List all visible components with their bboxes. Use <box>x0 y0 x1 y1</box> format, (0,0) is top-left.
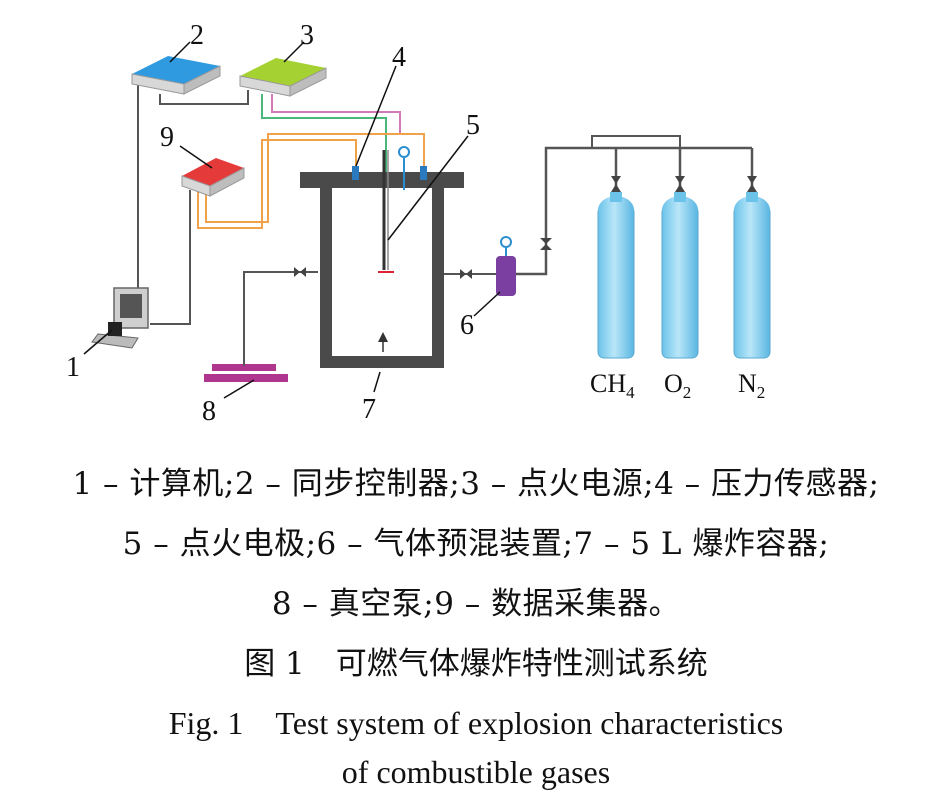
label-2: 2 <box>190 20 204 51</box>
label-5: 5 <box>466 110 480 141</box>
pipe-vacuum <box>243 271 318 362</box>
label-8: 8 <box>202 396 216 427</box>
gas-label-o2: O2 <box>664 369 691 402</box>
cylinder-ch4 <box>597 176 635 359</box>
valve-premix <box>460 269 472 279</box>
gas-premix-device <box>496 236 552 296</box>
figure-title-en-1: Fig. 1 Test system of explosion characte… <box>168 705 784 741</box>
pressure-sensor <box>352 166 359 180</box>
label-4: 4 <box>392 42 406 73</box>
wire-sync-to-computer <box>118 80 139 309</box>
wire-ignition-green <box>261 94 387 172</box>
wire-daq-to-computer <box>150 190 191 325</box>
legend-line-3: 8 – 真空泵;9 – 数据采集器。 <box>271 586 681 622</box>
valve-vacuum <box>294 267 306 277</box>
gas-label-n2: N2 <box>738 369 765 402</box>
computer <box>91 287 149 349</box>
vessel-right-wall <box>432 188 444 366</box>
data-acquisition-unit <box>181 158 245 197</box>
vessel-bottom <box>320 356 444 368</box>
leader-lines <box>83 41 501 399</box>
label-6: 6 <box>460 310 474 341</box>
label-7: 7 <box>362 394 376 425</box>
figure-title-en-2: of combustible gases <box>341 754 611 790</box>
pressure-gauge <box>398 146 410 158</box>
pipe-manifold-2 <box>591 135 681 148</box>
label-9: 9 <box>160 122 174 153</box>
gas-label-ch4: CH4 <box>590 369 635 402</box>
label-3: 3 <box>300 20 314 51</box>
sync-controller <box>131 56 221 95</box>
figure-title-cn: 图 1 可燃气体爆炸特性测试系统 <box>244 646 708 682</box>
wire-daq-orange-2 <box>205 133 425 223</box>
cylinder-n2 <box>733 176 771 359</box>
explosion-vessel <box>294 146 472 368</box>
valve-manifold <box>540 238 552 250</box>
legend-line-1: 1 – 计算机;2 – 同步控制器;3 – 点火电源;4 – 压力传感器; <box>72 466 880 502</box>
vessel-left-wall <box>320 188 332 366</box>
system-diagram: 2 3 4 5 9 1 6 8 7 CH4 O2 N2 <box>66 20 771 427</box>
label-1: 1 <box>66 352 80 383</box>
vacuum-pump <box>204 362 288 382</box>
cylinder-o2 <box>661 176 699 359</box>
wire-sync-to-ignition <box>159 90 249 105</box>
wire-ignition-pink <box>271 94 401 135</box>
legend-line-2: 5 – 点火电极;6 – 气体预混装置;7 – 5 L 爆炸容器; <box>122 526 830 562</box>
pipe-manifold <box>516 146 752 276</box>
ignition-power-supply <box>239 58 327 97</box>
sensor-port-right <box>420 166 427 180</box>
wire-daq-orange-1 <box>197 139 357 229</box>
